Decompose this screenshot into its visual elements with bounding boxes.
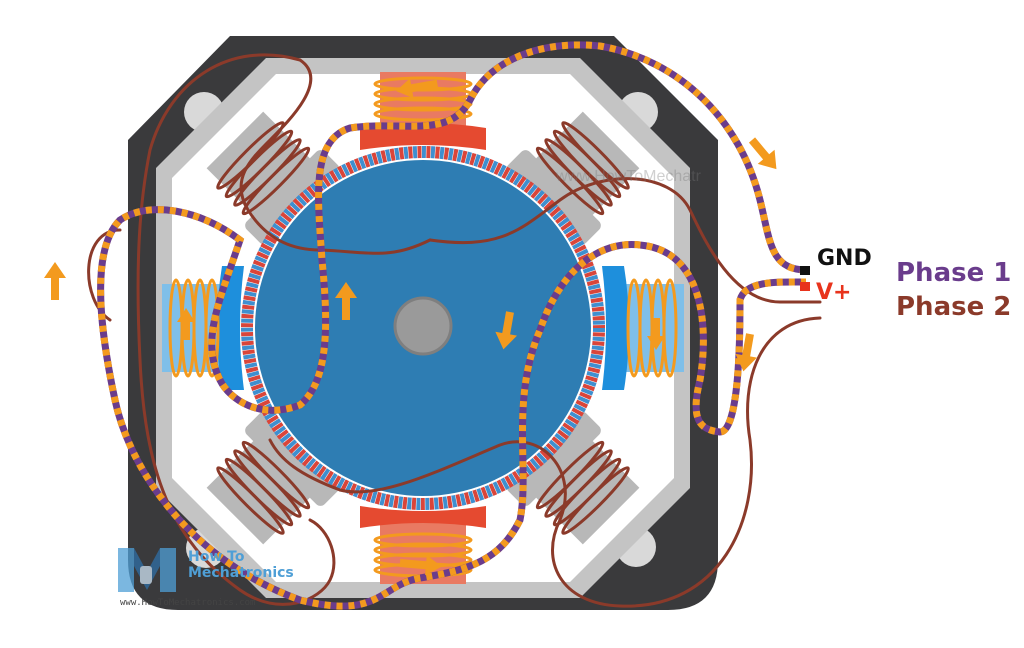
logo-text: How To Mechatronics	[188, 549, 294, 581]
coil-bottom-right-windings	[535, 440, 630, 535]
vplus-label: V+	[816, 280, 852, 305]
current-direction-arrow-icon	[177, 308, 195, 340]
current-direction-arrow-icon	[399, 555, 442, 576]
phase2-wiring	[87, 53, 822, 608]
logo-line-1: How To	[188, 549, 245, 565]
phase2-legend-label: Phase 2	[896, 292, 1012, 322]
rotor-shaft-icon	[393, 296, 453, 356]
pole-top-right	[506, 111, 640, 245]
watermark-text: www.HowToMechatr	[556, 168, 701, 185]
logo-line-2: Mechatronics	[188, 565, 294, 581]
current-direction-arrow-icon	[495, 311, 518, 350]
current-direction-arrow-icon	[647, 318, 665, 350]
current-direction-arrow-icon	[735, 333, 758, 372]
coil-top-left-windings	[216, 121, 311, 216]
gnd-label: GND	[817, 246, 872, 271]
logo-url: www.HowToMechatronics.com	[120, 598, 256, 608]
phase1-legend-label: Phase 1	[896, 258, 1012, 288]
current-direction-arrows	[44, 78, 777, 576]
vplus-terminal-icon	[800, 282, 810, 291]
current-direction-arrow-icon	[335, 282, 357, 320]
coil-top-right-windings	[535, 121, 630, 216]
coil-bottom-left-windings	[216, 440, 311, 535]
current-direction-arrow-icon	[44, 262, 66, 300]
pole-top-left	[206, 111, 340, 245]
gnd-terminal-icon	[800, 266, 810, 275]
current-direction-arrow-icon	[396, 78, 439, 99]
logo-icon	[118, 548, 176, 592]
pole-bottom-left	[206, 411, 340, 545]
current-direction-arrow-icon	[748, 137, 777, 170]
